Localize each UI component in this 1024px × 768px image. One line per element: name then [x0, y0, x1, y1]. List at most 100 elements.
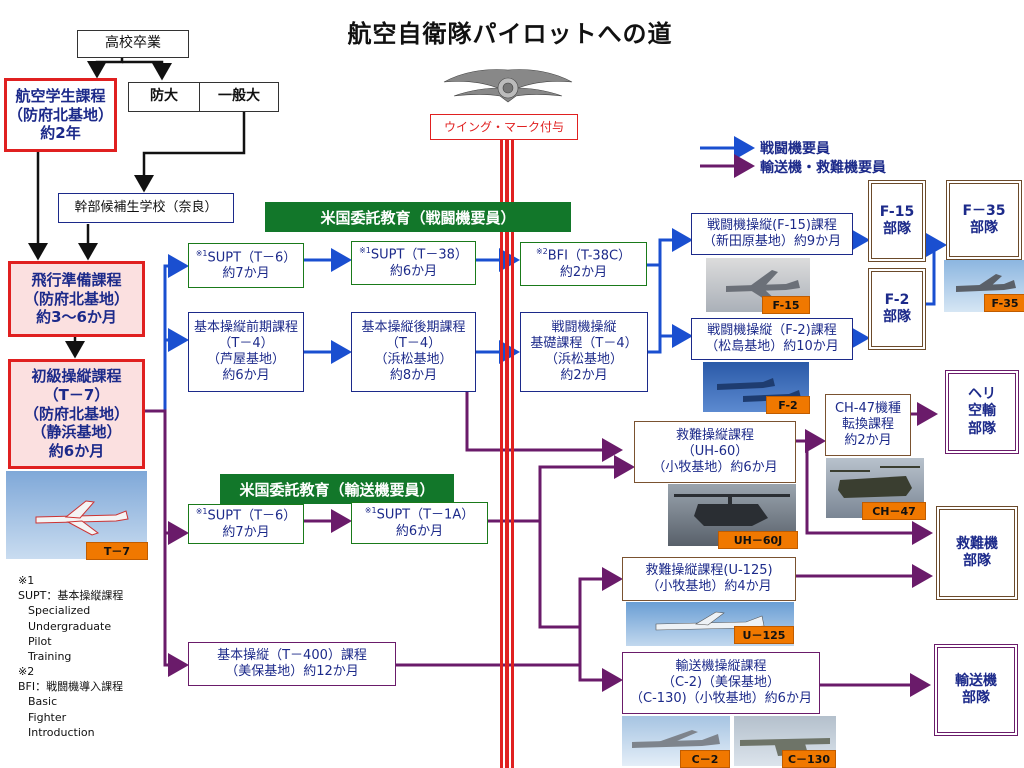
transport-unit-line1: 輸送機: [955, 672, 997, 689]
note2-line: Introduction: [28, 725, 95, 739]
note1-mark: ※1: [18, 574, 35, 587]
ch47-title: CH-47機種: [834, 400, 902, 416]
basic-late-course-box: 基本操縦後期課程 （T－4） （浜松基地） 約8か月: [351, 312, 476, 392]
note2-line: Basic: [28, 695, 58, 709]
f35-unit-name: F－35: [962, 202, 1006, 219]
flight-prep-duration: 約3～6か月: [36, 308, 117, 327]
primary-title: 初級操縦課程: [31, 367, 122, 386]
f2-course-box: 戦闘機操縦（F-2)課程 （松島基地）約10か月: [691, 318, 853, 360]
bfi-mark: ※2: [535, 247, 548, 257]
f2-tag: F-2: [766, 396, 810, 414]
rescue-u125-detail: （小牧基地）約4か月: [646, 579, 772, 594]
c130-tag: C－130: [782, 750, 836, 768]
basic-late-base: （浜松基地）: [374, 352, 453, 367]
c2-tag: C－2: [680, 750, 730, 768]
transport-us-training-banner: 米国委託教育（輸送機要員）: [220, 474, 454, 504]
university-box: 一般大: [199, 82, 279, 112]
wing-mark-label: ウイング・マーク付与: [430, 114, 578, 140]
fighter-basic-title: 戦闘機操縦: [551, 319, 617, 335]
basic-t400-title: 基本操縦（T－400）課程: [217, 647, 367, 663]
air-student-duration: 約2年: [40, 124, 81, 143]
wing-mark-line: [500, 128, 514, 768]
basic-early-course-box: 基本操縦前期課程 （T－4） （芦屋基地） 約6か月: [188, 312, 304, 392]
note2-mark: ※2: [18, 665, 35, 679]
uh60j-tag: UH－60J: [718, 531, 798, 549]
boudai-box: 防大: [128, 82, 200, 112]
transport-course-title: 輸送機操縦課程: [675, 658, 767, 674]
u125-tag: U－125: [734, 626, 794, 644]
ch47-duration: 約2か月: [844, 433, 892, 449]
basic-early-title: 基本操縦前期課程: [193, 319, 298, 335]
basic-late-title: 基本操縦後期課程: [361, 319, 466, 335]
f15-unit-label: 部隊: [883, 221, 911, 237]
heli-unit-line1: ヘリ: [968, 385, 996, 402]
transport-supt-t1a-duration: 約6か月: [395, 523, 444, 539]
rescue-uh60-aircraft: （UH-60）: [681, 443, 749, 459]
pilot-wing-emblem: [440, 62, 576, 110]
f15-unit-name: F-15: [879, 203, 915, 220]
note1-line: Pilot: [28, 634, 52, 648]
heli-unit-line3: 部隊: [968, 420, 996, 437]
fighter-supt-t38-duration: 約6か月: [389, 263, 438, 279]
transport-supt-t6-box: ※1SUPT（T－6） 約7か月: [188, 504, 304, 544]
fighter-basic-base: （浜松基地）: [544, 352, 623, 367]
primary-aircraft: （T－7）: [43, 385, 110, 404]
transport-unit-line2: 部隊: [962, 690, 990, 706]
fighter-us-training-banner: 米国委託教育（戦闘機要員）: [265, 202, 571, 232]
rescue-unit-box: 救難機 部隊: [936, 506, 1018, 600]
transport-course-c130: （C-130)（小牧基地）約6か月: [630, 691, 812, 707]
transport-course-box: 輸送機操縦課程 （C-2)（美保基地） （C-130)（小牧基地）約6か月: [622, 652, 820, 714]
legend-transport: 輸送機・救難機要員: [760, 160, 886, 176]
highschool-box: 高校卒業: [77, 30, 189, 58]
transport-supt-t1a-name: SUPT（T－1A）: [376, 507, 475, 523]
transport-supt-t6-name: SUPT（T－6）: [207, 508, 297, 524]
heli-unit-line2: 空輸: [968, 403, 996, 420]
f35-unit-box: F－35 部隊: [946, 180, 1022, 260]
f35-unit-label: 部隊: [970, 220, 998, 236]
basic-early-aircraft: （T－4）: [218, 335, 274, 351]
fighter-basic-subtitle: 基礎課程（T－4）: [530, 335, 638, 351]
f2-photo: [703, 362, 809, 412]
fighter-supt-t6-duration: 約7か月: [222, 266, 270, 282]
t7-tag: T－7: [86, 542, 148, 560]
bfi-duration: 約2か月: [559, 264, 608, 280]
rescue-uh60-title: 救難操縦課程: [675, 427, 754, 443]
primary-base-2: （静浜基地）: [31, 423, 122, 442]
note1-line: Training: [28, 649, 72, 663]
heli-unit-box: ヘリ 空輸 部隊: [945, 370, 1019, 454]
legend-fighter: 戦闘機要員: [760, 141, 830, 157]
flight-prep-course-box: 飛行準備課程 （防府北基地） 約3～6か月: [8, 261, 145, 337]
rescue-uh60-detail: （小牧基地）約6か月: [652, 460, 778, 476]
basic-t400-course-box: 基本操縦（T－400）課程 （美保基地）約12か月: [188, 642, 396, 686]
air-student-title: 航空学生課程: [15, 86, 106, 105]
note2-line: Fighter: [28, 710, 67, 724]
note1-title: SUPT：基本操縦課程: [18, 589, 124, 603]
transport-supt-t1a-box: ※1SUPT（T－1A） 約6か月: [351, 502, 488, 544]
basic-early-base: （芦屋基地）: [206, 352, 285, 367]
f2-unit-box: F-2 部隊: [868, 268, 926, 350]
fighter-supt-t6-mark: ※1: [195, 248, 208, 258]
transport-supt-t6-mark: ※1: [195, 507, 208, 517]
basic-t400-detail: （美保基地）約12か月: [225, 664, 359, 679]
basic-late-duration: 約8か月: [389, 368, 438, 384]
primary-flight-course-box: 初級操縦課程 （T－7） （防府北基地） （静浜基地） 約6か月: [8, 359, 145, 469]
air-student-course-box: 航空学生課程 （防府北基地） 約2年: [4, 78, 117, 152]
f2-course-title: 戦闘機操縦（F-2)課程: [707, 322, 837, 338]
ch47-conversion-box: CH-47機種 転換課程 約2か月: [825, 394, 911, 456]
page-title: 航空自衛隊パイロットへの道: [347, 20, 673, 48]
f15-tag: F-15: [762, 296, 810, 314]
f35-tag: F-35: [984, 294, 1024, 312]
ch47-tag: CH－47: [862, 502, 926, 520]
fighter-basic-course-box: 戦闘機操縦 基礎課程（T－4） （浜松基地） 約2か月: [520, 312, 648, 392]
air-student-base: （防府北基地）: [7, 105, 113, 124]
transport-supt-t6-duration: 約7か月: [222, 524, 270, 540]
note1-line: Specialized: [28, 604, 91, 618]
bfi-box: ※2BFI（T-38C） 約2か月: [520, 242, 647, 286]
ch47-subtitle: 転換課程: [841, 416, 894, 432]
f15-unit-box: F-15 部隊: [868, 180, 926, 262]
transport-supt-t1a-mark: ※1: [364, 506, 377, 516]
flight-prep-title: 飛行準備課程: [31, 270, 122, 289]
fighter-supt-t38-mark: ※1: [359, 246, 371, 256]
f2-unit-name: F-2: [884, 291, 910, 308]
